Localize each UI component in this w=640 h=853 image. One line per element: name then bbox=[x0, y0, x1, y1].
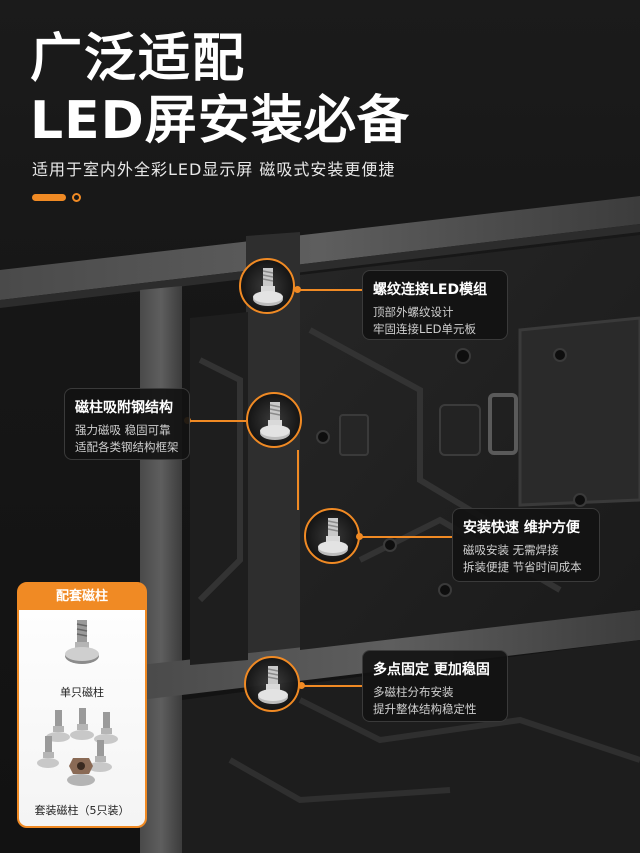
leader-dot-1 bbox=[294, 286, 301, 293]
callout-line: 顶部外螺纹设计 bbox=[373, 305, 454, 319]
leader-line-4 bbox=[302, 685, 362, 687]
magnet-screw-hotspot-1 bbox=[239, 258, 295, 314]
callout-title: 螺纹连接LED模组 bbox=[373, 282, 488, 298]
callout-title: 多点固定 更加稳固 bbox=[373, 662, 490, 678]
magnet-screw-icon bbox=[258, 666, 288, 704]
page-title-line1: 广泛适配 bbox=[30, 29, 247, 89]
accent-dot bbox=[72, 193, 81, 202]
accent-vertical-line bbox=[297, 450, 299, 510]
callout-thread-connection: 螺纹连接LED模组 顶部外螺纹设计 牢固连接LED单元板 bbox=[362, 270, 508, 340]
callout-multi-point: 多点固定 更加稳固 多磁柱分布安装 提升整体结构稳定性 bbox=[362, 650, 508, 722]
magnet-screw-icon bbox=[260, 402, 290, 440]
magnet-screw-hotspot-4 bbox=[244, 656, 300, 712]
accent-bar bbox=[32, 194, 66, 201]
callout-line: 适配各类钢结构框架 bbox=[75, 440, 179, 454]
callout-title: 磁柱吸附钢结构 bbox=[75, 400, 173, 416]
magnet-set-label: 套装磁柱（5只装） bbox=[34, 804, 130, 817]
leader-dot-4 bbox=[298, 682, 305, 689]
page-subtitle: 适用于室内外全彩LED显示屏 磁吸式安装更便捷 bbox=[32, 160, 396, 179]
magnet-screw-hotspot-2 bbox=[246, 392, 302, 448]
single-magnet-label: 单只磁柱 bbox=[60, 686, 104, 699]
callout-line: 牢固连接LED单元板 bbox=[373, 322, 477, 336]
leader-line-3 bbox=[360, 536, 452, 538]
magnet-screw-set-icon bbox=[37, 708, 118, 786]
callout-line: 磁吸安装 无需焊接 bbox=[463, 543, 559, 557]
magnet-screw-icon bbox=[318, 518, 348, 556]
callout-title: 安装快速 维护方便 bbox=[463, 520, 580, 536]
page-title-line2: LED屏安装必备 bbox=[30, 91, 410, 151]
callout-line: 多磁柱分布安装 bbox=[373, 685, 454, 699]
accessories-panel: 配套磁柱 单只磁柱 bbox=[17, 582, 147, 828]
leader-line-2 bbox=[188, 420, 246, 422]
single-magnet-screw-icon bbox=[65, 620, 99, 664]
magnet-screw-icon bbox=[253, 268, 283, 306]
accessories-header: 配套磁柱 bbox=[19, 584, 145, 610]
callout-quick-install: 安装快速 维护方便 磁吸安装 无需焊接 拆装便捷 节省时间成本 bbox=[452, 508, 600, 582]
callout-line: 强力磁吸 稳固可靠 bbox=[75, 423, 171, 437]
magnet-screw-hotspot-3 bbox=[304, 508, 360, 564]
callout-magnet-adhesion: 磁柱吸附钢结构 强力磁吸 稳固可靠 适配各类钢结构框架 bbox=[64, 388, 190, 460]
callout-line: 拆装便捷 节省时间成本 bbox=[463, 560, 582, 574]
leader-line-1 bbox=[300, 289, 362, 291]
callout-line: 提升整体结构稳定性 bbox=[373, 702, 477, 716]
leader-dot-3 bbox=[356, 533, 363, 540]
